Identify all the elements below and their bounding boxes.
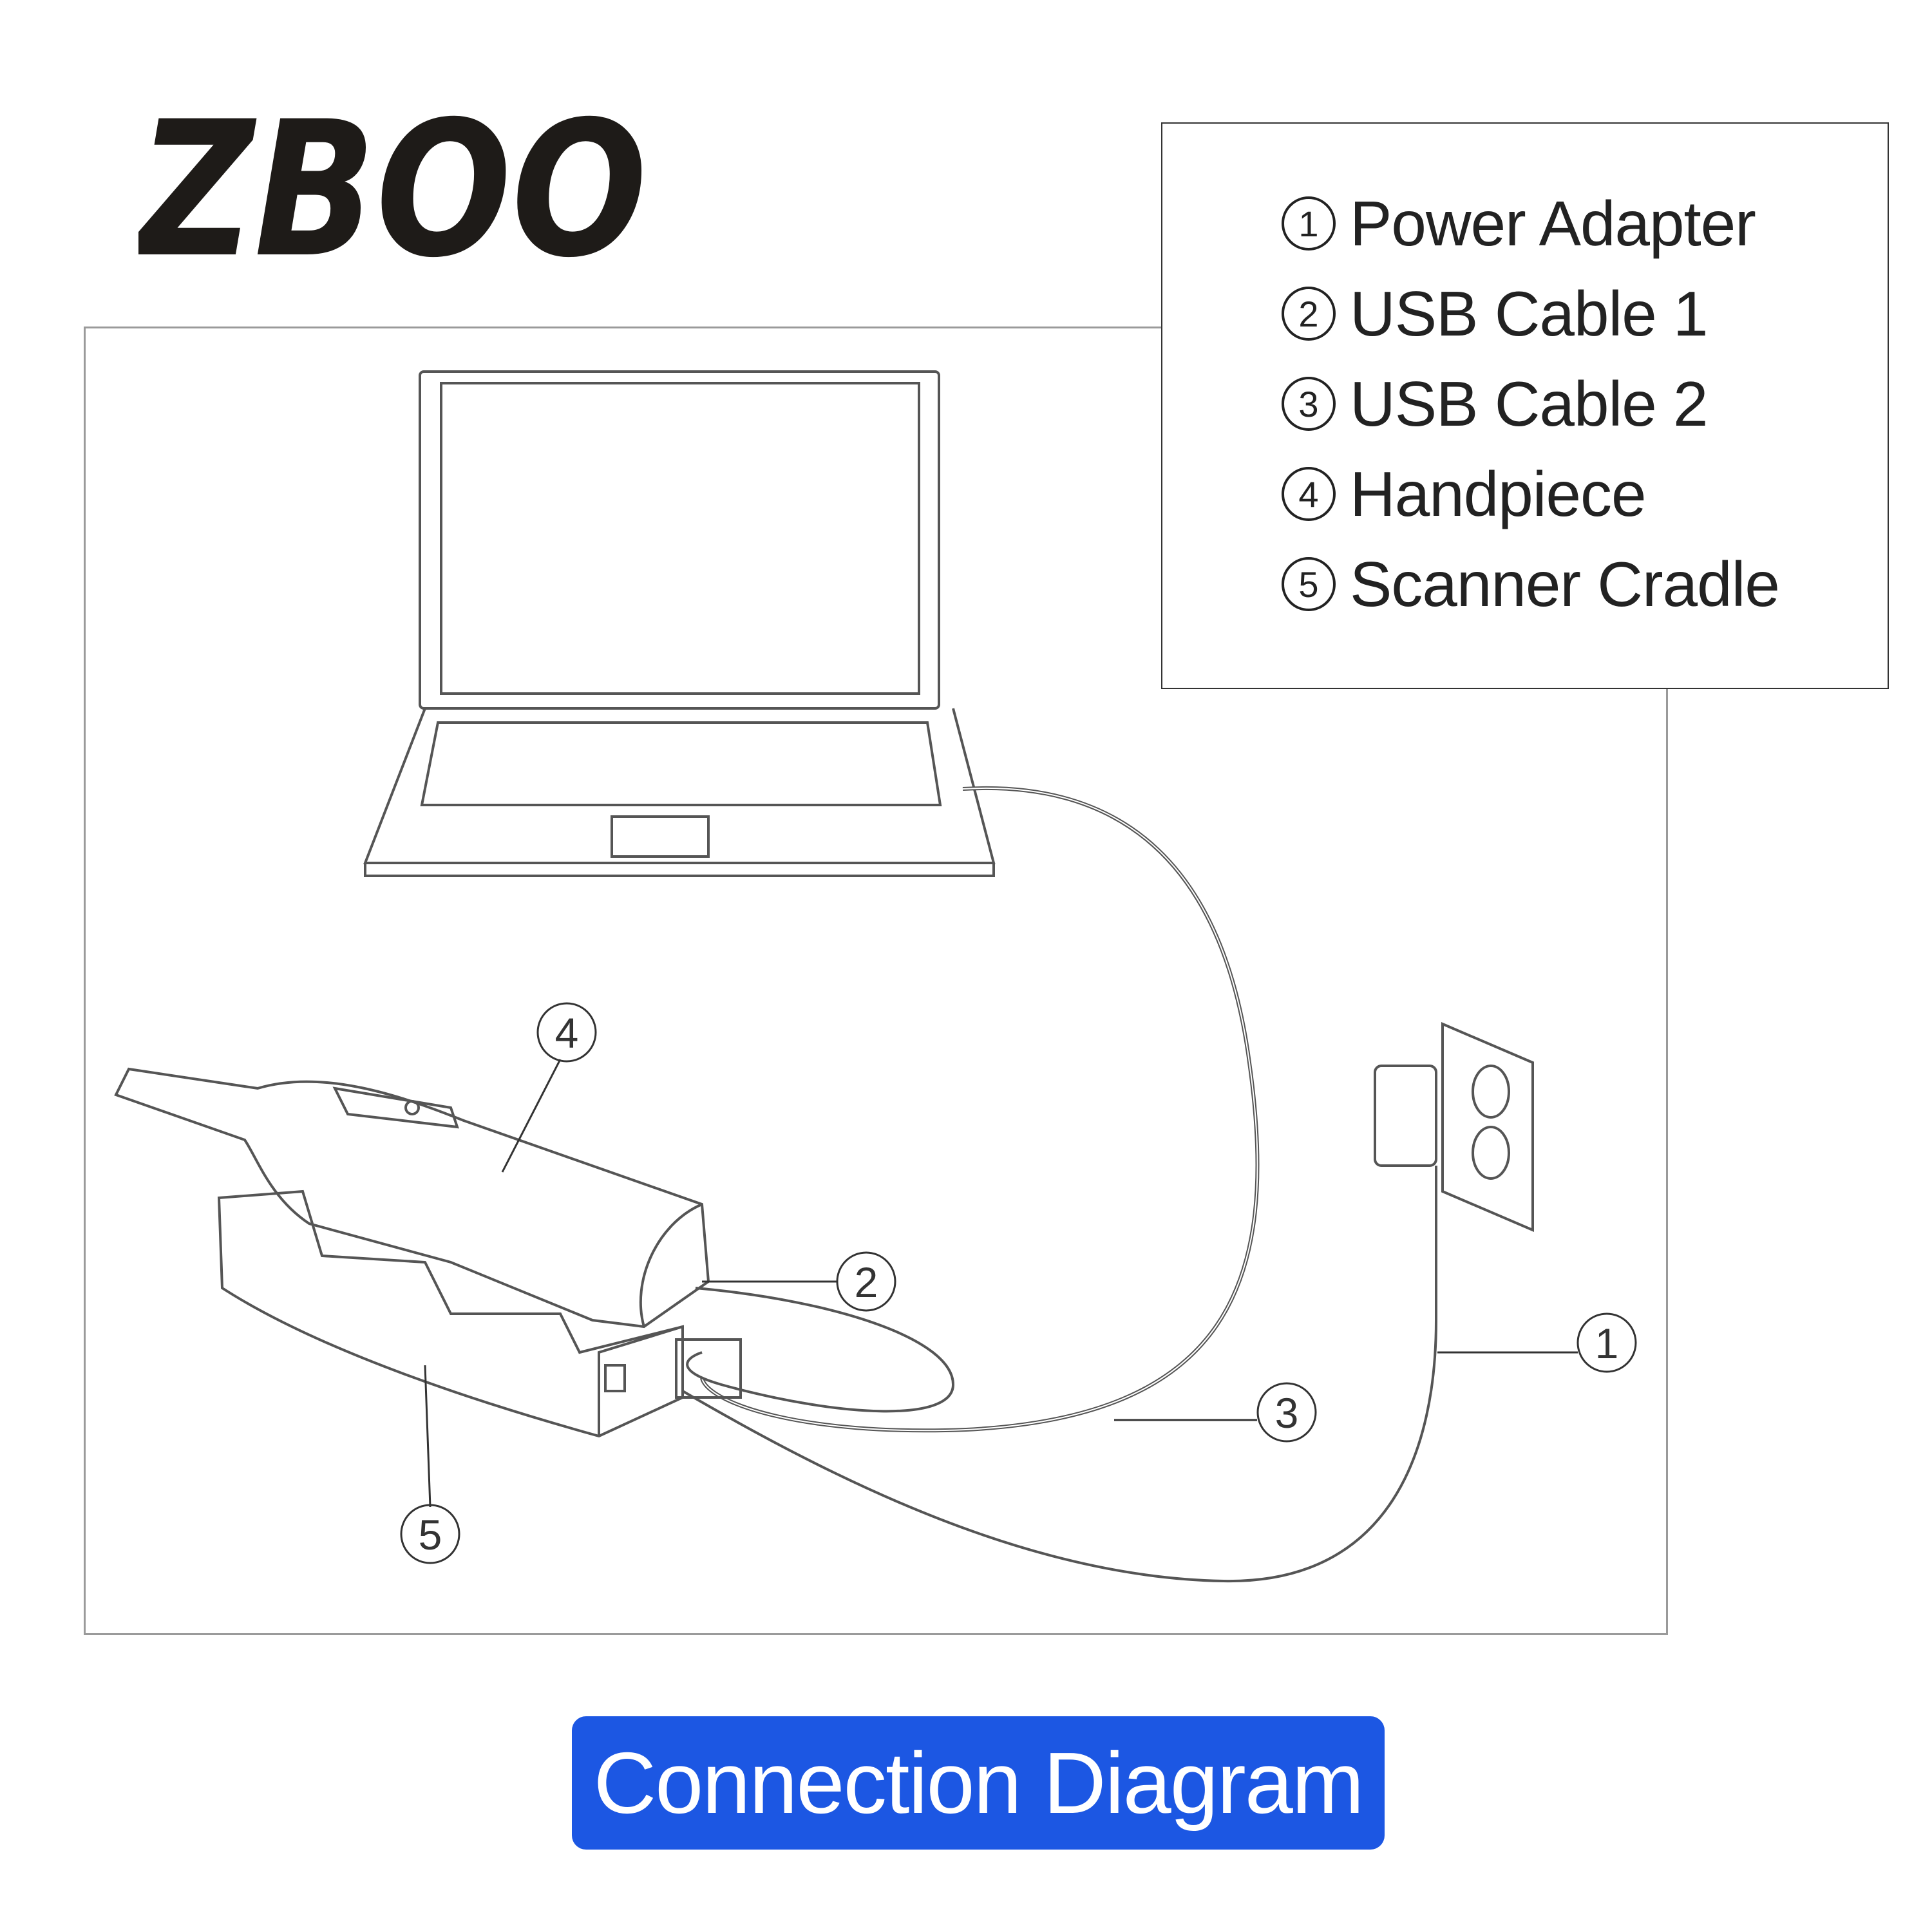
circled-number: 2 (1282, 287, 1336, 341)
connection-diagram-banner: Connection Diagram (572, 1716, 1385, 1850)
power-cable (681, 1166, 1437, 1583)
legend-item-handpiece: 4 Handpiece (1282, 449, 1647, 539)
legend-item-usb-cable-2: 3 USB Cable 2 (1282, 359, 1709, 449)
legend-label: Power Adapter (1350, 187, 1756, 259)
legend-item-power-adapter: 1 Power Adapter (1282, 178, 1756, 269)
callout-3: 3 (1275, 1389, 1299, 1437)
svg-text:ZBOO: ZBOO (138, 97, 647, 264)
callout-1: 1 (1595, 1320, 1619, 1367)
circled-number: 4 (1282, 467, 1336, 521)
laptop (363, 370, 996, 877)
usb-cable-2 (700, 786, 1260, 1433)
circled-number: 3 (1282, 377, 1336, 431)
callout-2: 2 (855, 1258, 878, 1306)
circled-number: 5 (1282, 557, 1336, 611)
legend-label: USB Cable 2 (1350, 368, 1709, 439)
legend-label: Handpiece (1350, 458, 1647, 529)
legend-item-usb-cable-1: 2 USB Cable 1 (1282, 269, 1709, 359)
diagram-frame (84, 327, 1668, 1635)
legend-label: Scanner Cradle (1350, 548, 1780, 620)
zboo-logo: ZBOO (138, 97, 647, 264)
handpiece (114, 1067, 710, 1329)
wall-outlet (1374, 1021, 1534, 1233)
scanner-cradle (217, 1189, 742, 1438)
callout-5: 5 (419, 1511, 442, 1558)
callout-leaders (400, 1002, 1637, 1564)
legend-box: 1 Power Adapter 2 USB Cable 1 3 USB Cabl… (1161, 122, 1889, 689)
usb-cable-1 (686, 1287, 955, 1413)
legend-label: USB Cable 1 (1350, 278, 1709, 349)
legend-item-scanner-cradle: 5 Scanner Cradle (1282, 539, 1780, 629)
circled-number: 1 (1282, 196, 1336, 251)
callout-4: 4 (555, 1009, 579, 1057)
